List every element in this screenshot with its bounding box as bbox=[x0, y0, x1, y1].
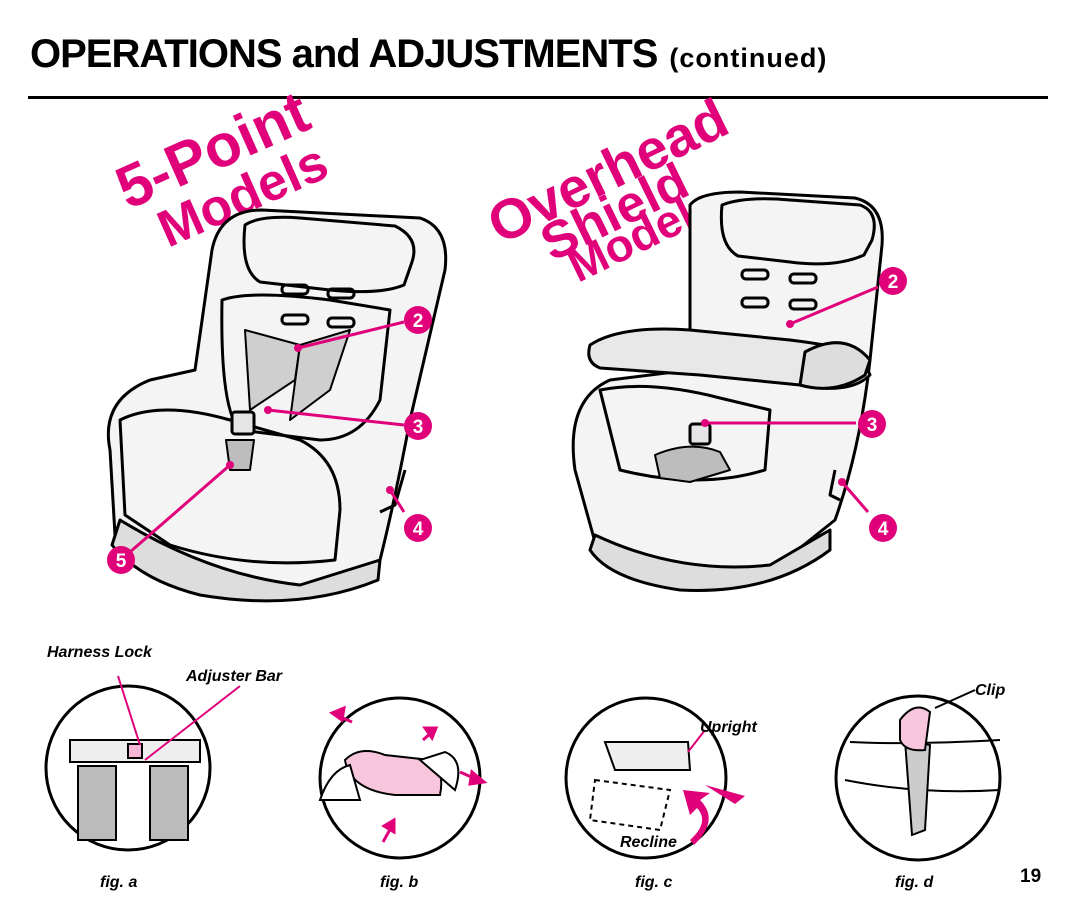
svg-text:4: 4 bbox=[878, 519, 889, 540]
callout-right-2: 2 bbox=[879, 267, 907, 295]
callout-left-5: 5 bbox=[107, 546, 135, 574]
clip-label: Clip bbox=[975, 682, 1006, 699]
fig-a-caption: fig. a bbox=[100, 874, 138, 891]
svg-text:2: 2 bbox=[413, 311, 424, 332]
callout-right-4: 4 bbox=[869, 514, 897, 542]
callout-leaders bbox=[129, 285, 879, 554]
callout-left-2: 2 bbox=[404, 306, 432, 334]
title-main: OPERATIONS and ADJUSTMENTS bbox=[30, 32, 658, 76]
title-rule bbox=[28, 96, 1048, 99]
svg-text:5: 5 bbox=[116, 551, 127, 572]
fig-c-arrows bbox=[683, 785, 745, 845]
fig-b-illustration bbox=[318, 696, 482, 860]
overhead-shield-car-seat bbox=[571, 190, 884, 592]
adjuster-bar-label: Adjuster Bar bbox=[186, 668, 283, 685]
harness-lock-label: Harness Lock bbox=[47, 644, 152, 661]
svg-text:2: 2 bbox=[888, 272, 899, 293]
upright-label: Upright bbox=[700, 719, 757, 736]
svg-text:4: 4 bbox=[413, 519, 424, 540]
fig-d-caption: fig. d bbox=[895, 874, 934, 891]
svg-text:3: 3 bbox=[413, 417, 424, 438]
callout-dots bbox=[226, 320, 846, 494]
callout-left-3: 3 bbox=[404, 412, 432, 440]
recline-label: Recline bbox=[620, 834, 677, 851]
fig-b-arrows bbox=[328, 705, 488, 843]
five-point-car-seat bbox=[106, 208, 448, 603]
title-continued: (continued) bbox=[669, 43, 828, 73]
page-number: 19 bbox=[1020, 866, 1042, 887]
page-title: OPERATIONS and ADJUSTMENTS (continued) bbox=[30, 32, 827, 77]
fig-c-illustration bbox=[564, 696, 728, 860]
svg-text:3: 3 bbox=[867, 415, 878, 436]
fig-c-caption: fig. c bbox=[635, 874, 673, 891]
callout-right-3: 3 bbox=[858, 410, 886, 438]
fig-b-caption: fig. b bbox=[380, 874, 419, 891]
callout-left-4: 4 bbox=[404, 514, 432, 542]
fig-d-illustration bbox=[834, 689, 1002, 862]
fig-a-illustration bbox=[44, 675, 241, 852]
